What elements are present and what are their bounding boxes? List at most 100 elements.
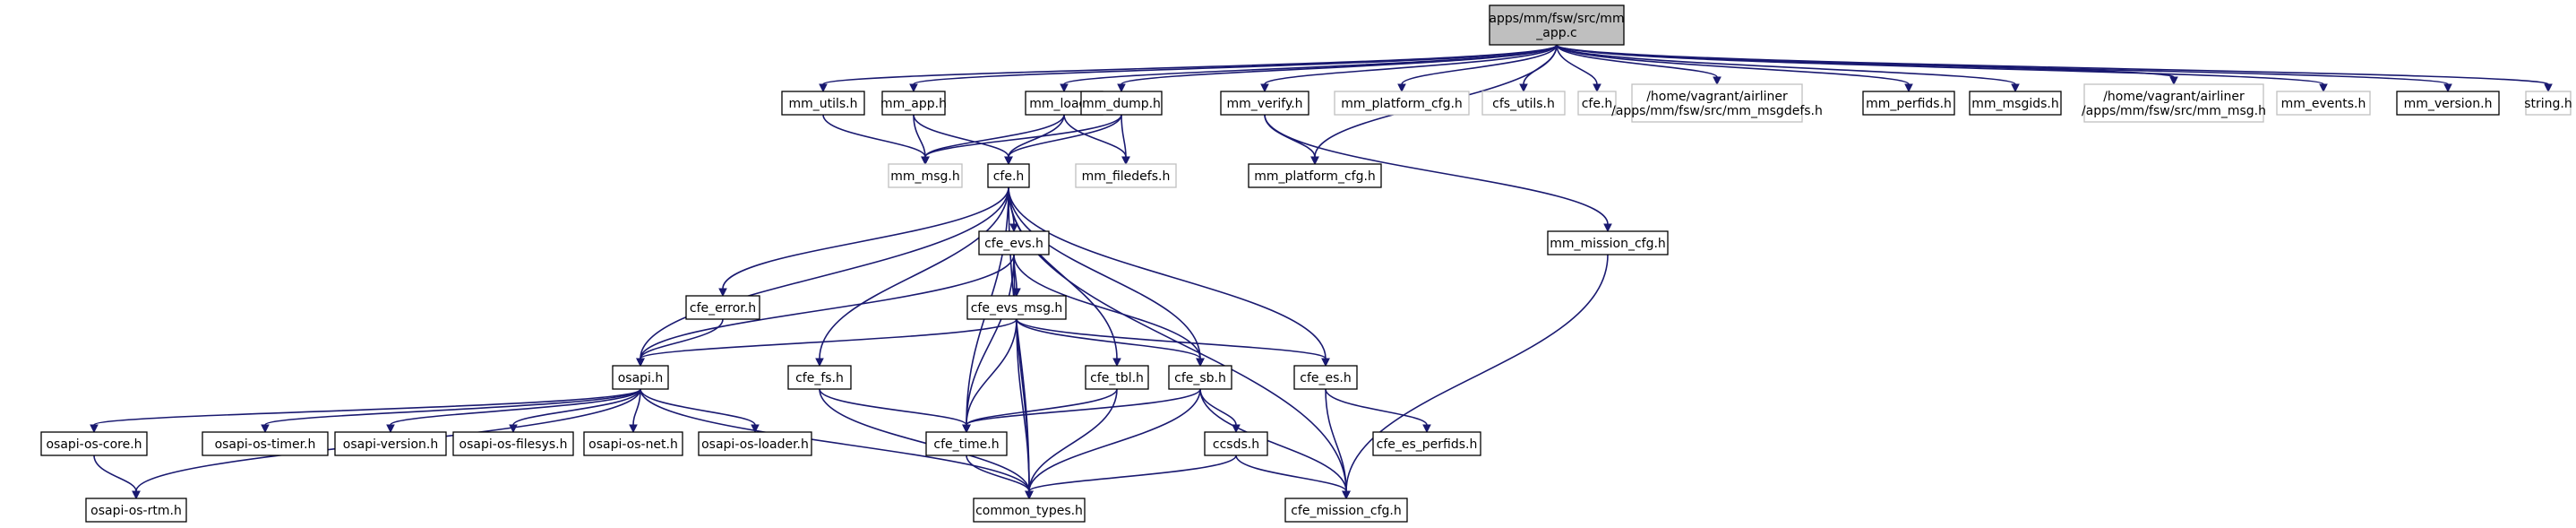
node-label: mm_platform_cfg.h xyxy=(1254,169,1376,184)
node-box xyxy=(2525,91,2572,116)
edge-line xyxy=(913,114,926,158)
edge-mm-verify-to-mm-platform-cfg xyxy=(1264,114,1319,166)
arrowhead-icon xyxy=(962,424,971,434)
node-box xyxy=(1293,365,1358,390)
node-cfe-tbl[interactable]: cfe_tbl.h xyxy=(1085,365,1149,390)
arrowhead-icon xyxy=(1321,358,1330,368)
edge-cfe-evs-msg-to-cfe-sb xyxy=(1016,318,1205,368)
node-mm-perfids[interactable]: mm_perfids.h xyxy=(1862,91,1955,116)
node-mm-msg[interactable]: mm_msg.h xyxy=(888,163,963,188)
node-common-types[interactable]: common_types.h xyxy=(973,498,1086,523)
arrowhead-icon xyxy=(1060,83,1069,93)
edge-line xyxy=(93,454,137,492)
node-osapi-os-loader[interactable]: osapi-os-loader.h xyxy=(698,431,812,456)
node-label: osapi-os-timer.h xyxy=(215,437,316,452)
edge-line xyxy=(1016,318,1030,492)
node-box xyxy=(452,431,574,456)
edge-cfe-to-cfe-fs xyxy=(815,186,1009,368)
node-mm-version[interactable]: mm_version.h xyxy=(2396,91,2500,116)
node-mm-app[interactable]: mm_app.h xyxy=(880,91,947,116)
node-cfe-error[interactable]: cfe_error.h xyxy=(685,295,760,320)
edge-osapi-to-osapi-os-timer xyxy=(261,388,641,434)
edge-line xyxy=(1556,44,1910,85)
node-osapi-os-core[interactable]: osapi-os-core.h xyxy=(40,431,148,456)
node-mm-msgdefs[interactable]: /home/vagrant/airliner/apps/mm/fsw/src/m… xyxy=(1611,83,1823,123)
node-mm-verify[interactable]: mm_verify.h xyxy=(1220,91,1309,116)
node-osapi-os-timer[interactable]: osapi-os-timer.h xyxy=(202,431,329,456)
node-mm-dump[interactable]: mm_dump.h xyxy=(1080,91,1163,116)
edge-line xyxy=(819,186,1009,359)
node-osapi-os-filesys[interactable]: osapi-os-filesys.h xyxy=(452,431,574,456)
node-label: cfe.h xyxy=(1582,97,1613,111)
edge-line xyxy=(1121,44,1558,85)
edge-line xyxy=(1199,388,1347,492)
node-cfe-time[interactable]: cfe_time.h xyxy=(925,431,1008,456)
node-mm-events[interactable]: mm_events.h xyxy=(2276,91,2371,116)
arrowhead-icon xyxy=(1310,156,1319,166)
node-mm-platform-cfg-missing[interactable]: mm_platform_cfg.h xyxy=(1334,91,1470,116)
node-cfe-es[interactable]: cfe_es.h xyxy=(1293,365,1358,390)
node-box xyxy=(1969,91,2062,116)
edge-root-to-mm-dump xyxy=(1117,44,1558,93)
node-string[interactable]: string.h xyxy=(2524,91,2572,116)
node-box xyxy=(1284,498,1408,523)
node-cfe-fs[interactable]: cfe_fs.h xyxy=(787,365,852,390)
node-box xyxy=(2276,91,2371,116)
node-cfe-top[interactable]: cfe.h xyxy=(1577,91,1617,116)
node-osapi-os-net[interactable]: osapi-os-net.h xyxy=(583,431,683,456)
arrowhead-icon xyxy=(2443,83,2452,93)
edge-line xyxy=(1008,186,1327,359)
node-mm-filedefs[interactable]: mm_filedefs.h xyxy=(1075,163,1177,188)
edge-line xyxy=(264,388,641,426)
node-label: mm_dump.h xyxy=(1082,97,1161,111)
edge-osapi-to-osapi-os-loader xyxy=(640,388,760,434)
edge-line xyxy=(966,318,1018,426)
node-label: cfe_evs_msg.h xyxy=(971,301,1063,316)
edge-line xyxy=(722,186,1009,290)
node-label: mm_filedefs.h xyxy=(1082,169,1171,184)
node-cfe-es-perfids[interactable]: cfe_es_perfids.h xyxy=(1372,431,1481,456)
node-label: osapi-os-core.h xyxy=(46,437,142,452)
node-box xyxy=(685,295,760,320)
node-root[interactable]: apps/mm/fsw/src/mm_app.c xyxy=(1489,4,1625,46)
node-box xyxy=(2083,83,2264,123)
node-box xyxy=(334,431,447,456)
edge-cfe-to-cfe-tbl xyxy=(1008,186,1121,368)
node-box xyxy=(881,91,946,116)
node-cfs-utils[interactable]: cfs_utils.h xyxy=(1481,91,1566,116)
edge-root-to-mm-msgids xyxy=(1556,44,2020,93)
node-box xyxy=(787,365,852,390)
node-label: osapi-os-net.h xyxy=(588,437,678,452)
edge-osapi-to-osapi-version xyxy=(386,388,641,434)
node-label: cfe_evs.h xyxy=(984,237,1043,251)
node-cfe-mission-cfg[interactable]: cfe_mission_cfg.h xyxy=(1284,498,1408,523)
node-osapi-os-rtm[interactable]: osapi-os-rtm.h xyxy=(85,498,187,523)
node-mm-msgids[interactable]: mm_msgids.h xyxy=(1969,91,2062,116)
node-label: osapi-version.h xyxy=(343,437,439,452)
node-mm-mission-cfg[interactable]: mm_mission_cfg.h xyxy=(1547,230,1669,255)
node-box xyxy=(925,431,1008,456)
node-label: cfe_time.h xyxy=(933,437,999,452)
node-ccsds[interactable]: ccsds.h xyxy=(1204,431,1268,456)
edge-root-to-mm-msgdefs xyxy=(1556,44,1722,86)
node-label: cfe_sb.h xyxy=(1174,371,1226,385)
node-osapi[interactable]: osapi.h xyxy=(612,365,669,390)
node-cfe-evs-msg[interactable]: cfe_evs_msg.h xyxy=(966,295,1067,320)
node-mm-msg-path[interactable]: /home/vagrant/airliner/apps/mm/fsw/src/m… xyxy=(2082,83,2266,123)
arrowhead-icon xyxy=(1025,490,1034,500)
edge-line xyxy=(1028,454,1237,492)
edge-cfe-to-cfe-sb xyxy=(1008,186,1205,368)
edge-cfe-evs-msg-to-cfe-es xyxy=(1016,318,1330,368)
node-cfe-sb[interactable]: cfe_sb.h xyxy=(1168,365,1232,390)
arrowhead-icon xyxy=(90,424,99,434)
edge-line xyxy=(1008,186,1201,359)
arrowhead-icon xyxy=(1713,76,1722,86)
node-cfe[interactable]: cfe.h xyxy=(987,163,1030,188)
node-box xyxy=(85,498,187,523)
node-cfe-evs[interactable]: cfe_evs.h xyxy=(978,230,1050,255)
node-osapi-version[interactable]: osapi-version.h xyxy=(334,431,447,456)
node-mm-platform-cfg[interactable]: mm_platform_cfg.h xyxy=(1248,163,1382,188)
nodes-layer: apps/mm/fsw/src/mm_app.c mm_utils.h mm_app… xyxy=(40,4,2572,523)
node-mm-utils[interactable]: mm_utils.h xyxy=(781,91,865,116)
edge-line xyxy=(966,388,1201,426)
